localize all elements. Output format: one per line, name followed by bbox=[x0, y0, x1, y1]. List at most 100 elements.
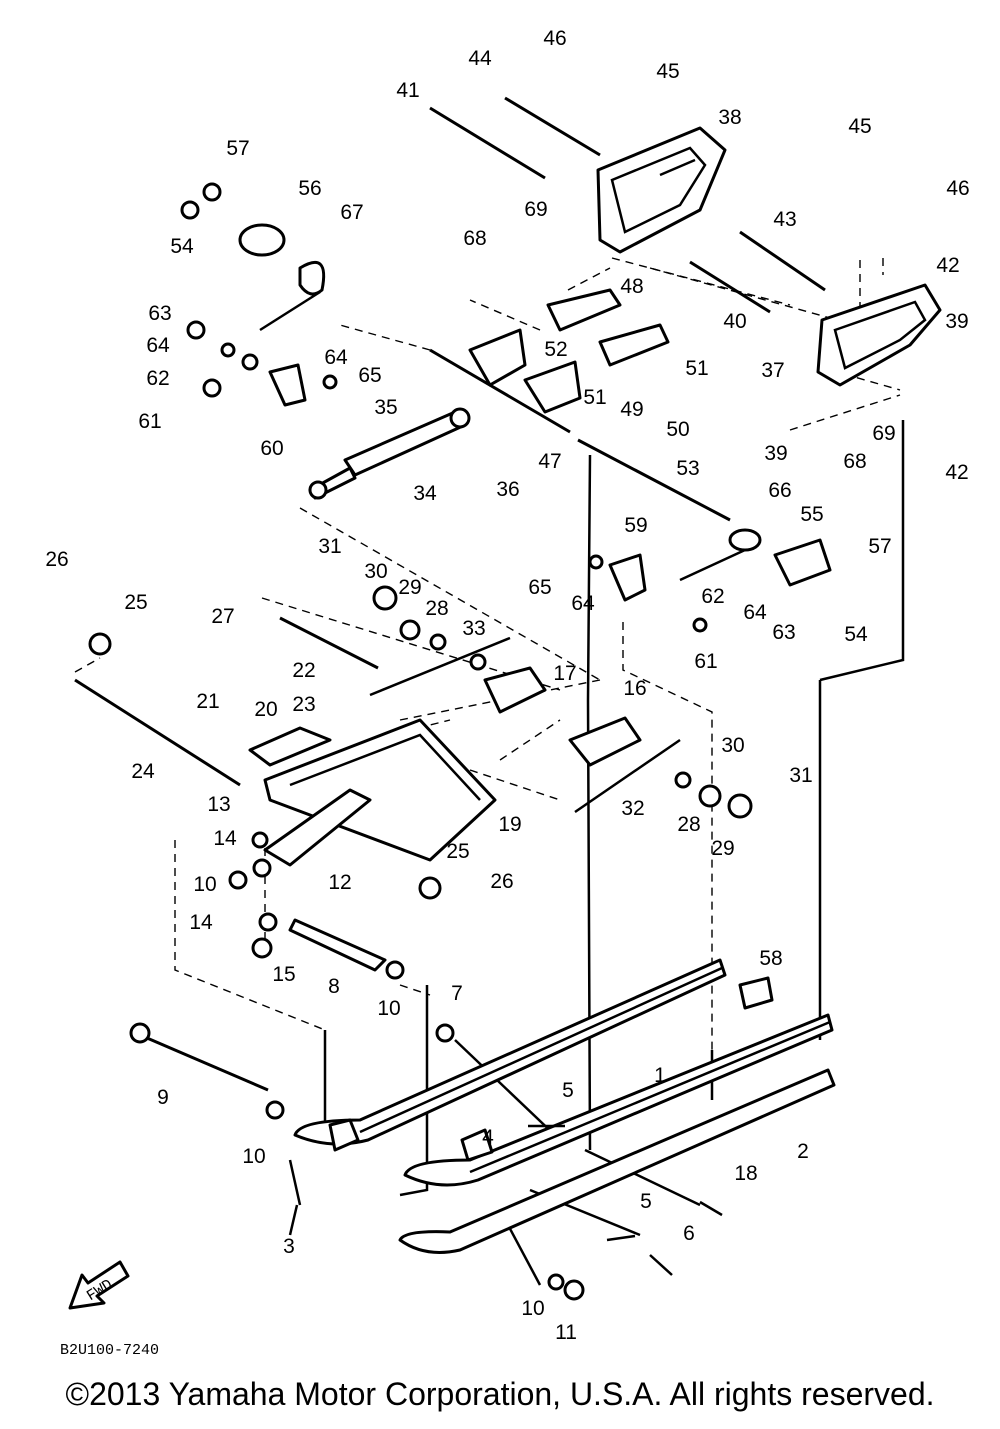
part-callout-2: 2 bbox=[797, 1140, 809, 1163]
copyright-notice: ©2013 Yamaha Motor Corporation, U.S.A. A… bbox=[65, 1376, 935, 1412]
part-callout-52: 52 bbox=[544, 338, 567, 361]
part-callout-66: 66 bbox=[768, 479, 791, 502]
part-callout-10: 10 bbox=[242, 1145, 265, 1168]
upper-left-hardware bbox=[180, 182, 338, 407]
part-callout-58: 58 bbox=[759, 947, 782, 970]
part-callout-57: 57 bbox=[226, 137, 249, 160]
part-callout-42: 42 bbox=[936, 254, 959, 277]
part-callout-17: 17 bbox=[553, 662, 576, 685]
part-callout-36: 36 bbox=[496, 478, 519, 501]
part-callout-13: 13 bbox=[207, 793, 230, 816]
part-callout-31: 31 bbox=[789, 764, 812, 787]
shock-absorber bbox=[308, 407, 471, 500]
part-callout-16: 16 bbox=[623, 677, 646, 700]
slide-rail-left bbox=[293, 958, 727, 1152]
part-callout-55: 55 bbox=[800, 503, 823, 526]
part-callout-3: 3 bbox=[283, 1235, 295, 1258]
drawing-code: B2U100-7240 bbox=[60, 1342, 159, 1359]
part-callout-32: 32 bbox=[621, 797, 644, 820]
part-callout-6: 6 bbox=[683, 1222, 695, 1245]
part-callout-8: 8 bbox=[328, 975, 340, 998]
part-callout-64: 64 bbox=[571, 592, 595, 615]
part-callout-39: 39 bbox=[764, 442, 787, 465]
part-callout-67: 67 bbox=[340, 201, 363, 224]
part-callout-43: 43 bbox=[773, 208, 796, 231]
part-callout-14: 14 bbox=[213, 827, 237, 850]
part-callout-46: 46 bbox=[543, 27, 566, 50]
part-callout-29: 29 bbox=[398, 576, 421, 599]
part-callout-33: 33 bbox=[462, 617, 485, 640]
part-callout-40: 40 bbox=[723, 310, 746, 333]
part-callout-65: 65 bbox=[358, 364, 381, 387]
part-callout-7: 7 bbox=[451, 982, 463, 1005]
suspension-parts-diagram: FWD 464445413845575646675468694342484039… bbox=[45, 27, 969, 1359]
alignment-lines bbox=[288, 420, 905, 1286]
part-callout-68: 68 bbox=[463, 227, 486, 250]
mid-frame bbox=[74, 528, 832, 980]
part-callout-57: 57 bbox=[868, 535, 891, 558]
part-callout-19: 19 bbox=[498, 813, 521, 836]
part-callout-10: 10 bbox=[521, 1297, 544, 1320]
part-callout-62: 62 bbox=[146, 367, 169, 390]
upper-bracket-right bbox=[816, 283, 942, 387]
part-callout-46: 46 bbox=[946, 177, 969, 200]
part-callout-53: 53 bbox=[676, 457, 699, 480]
part-callout-10: 10 bbox=[193, 873, 216, 896]
part-callout-41: 41 bbox=[396, 79, 419, 102]
part-callout-61: 61 bbox=[138, 410, 161, 433]
part-callout-48: 48 bbox=[620, 275, 643, 298]
part-callout-10: 10 bbox=[377, 997, 400, 1020]
part-callout-54: 54 bbox=[170, 235, 194, 258]
part-callout-25: 25 bbox=[124, 591, 147, 614]
upper-rods bbox=[259, 96, 826, 582]
part-callout-65: 65 bbox=[528, 576, 551, 599]
part-callout-30: 30 bbox=[364, 560, 387, 583]
part-callout-14: 14 bbox=[189, 911, 213, 934]
part-callout-9: 9 bbox=[157, 1086, 169, 1109]
part-callout-60: 60 bbox=[260, 437, 283, 460]
part-callout-11: 11 bbox=[555, 1321, 577, 1344]
part-callout-27: 27 bbox=[211, 605, 234, 628]
part-callout-59: 59 bbox=[624, 514, 647, 537]
part-callout-25: 25 bbox=[446, 840, 469, 863]
part-callout-63: 63 bbox=[772, 621, 795, 644]
part-callout-26: 26 bbox=[45, 548, 68, 571]
upper-bracket-left bbox=[596, 126, 727, 254]
part-callout-64: 64 bbox=[743, 601, 767, 624]
part-callout-63: 63 bbox=[148, 302, 171, 325]
cross-shaft bbox=[429, 288, 670, 434]
part-callout-31: 31 bbox=[318, 535, 341, 558]
part-callout-69: 69 bbox=[872, 422, 895, 445]
fwd-arrow-icon: FWD bbox=[68, 1260, 130, 1310]
part-callout-49: 49 bbox=[620, 398, 643, 421]
part-callout-1: 1 bbox=[654, 1064, 666, 1087]
part-callout-69: 69 bbox=[524, 198, 547, 221]
part-callout-62: 62 bbox=[701, 585, 724, 608]
part-callout-45: 45 bbox=[656, 60, 679, 83]
part-callout-51: 51 bbox=[685, 357, 708, 380]
part-callout-54: 54 bbox=[844, 623, 868, 646]
part-callout-29: 29 bbox=[711, 837, 734, 860]
part-callout-22: 22 bbox=[292, 659, 315, 682]
lower-hardware bbox=[129, 1022, 723, 1301]
part-callout-37: 37 bbox=[761, 359, 784, 382]
part-callout-4: 4 bbox=[482, 1126, 494, 1149]
part-callout-30: 30 bbox=[721, 734, 744, 757]
part-callout-61: 61 bbox=[694, 650, 717, 673]
part-callout-12: 12 bbox=[328, 871, 351, 894]
part-callout-34: 34 bbox=[413, 482, 437, 505]
part-callout-64: 64 bbox=[146, 334, 170, 357]
part-callout-35: 35 bbox=[374, 396, 397, 419]
part-callout-5: 5 bbox=[640, 1190, 652, 1213]
part-callout-45: 45 bbox=[848, 115, 871, 138]
part-callout-68: 68 bbox=[843, 450, 866, 473]
part-callout-28: 28 bbox=[677, 813, 700, 836]
part-callout-38: 38 bbox=[718, 106, 741, 129]
part-callout-44: 44 bbox=[468, 47, 492, 70]
part-callout-21: 21 bbox=[196, 690, 219, 713]
part-callout-51: 51 bbox=[583, 386, 606, 409]
part-callout-42: 42 bbox=[945, 461, 968, 484]
slide-rail-right bbox=[398, 976, 836, 1254]
part-callout-56: 56 bbox=[298, 177, 321, 200]
